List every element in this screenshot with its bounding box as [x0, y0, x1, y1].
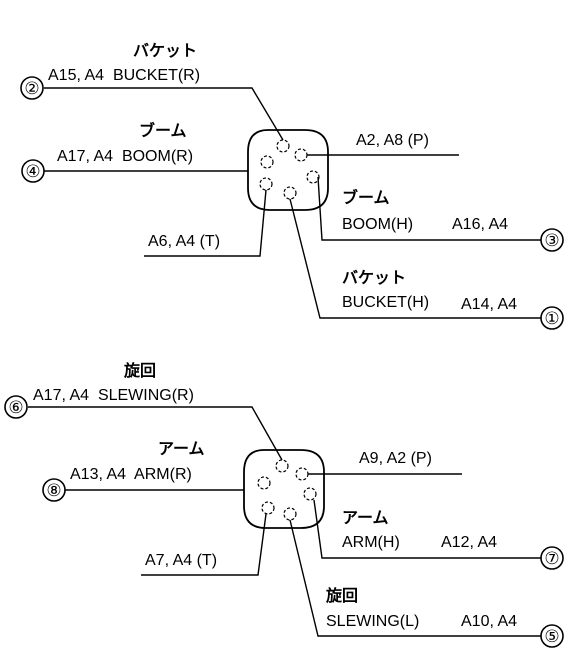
circuit-1-number: ①: [544, 309, 559, 328]
circuit-2-badge: [20, 76, 44, 100]
circuit-6-badge: [4, 395, 28, 419]
bottom-pin-2: [295, 467, 309, 481]
circuit-5-number: ⑤: [544, 627, 559, 646]
circuit-3-number: ③: [544, 231, 559, 250]
circuit-8-badge: [42, 478, 66, 502]
bottom-wire-6: [28, 406, 283, 461]
top-wire-t: [144, 189, 267, 257]
circuit-1-label-1: BUCKET(H): [342, 294, 429, 311]
circuit-2-label: A15, A4 BUCKET(R): [48, 67, 200, 84]
top-pin-4: [306, 170, 320, 184]
circuit-6-jp-label: 旋回: [123, 361, 156, 380]
circuit-8-label: A13, A4 ARM(R): [70, 466, 192, 483]
bottom-pin-4: [303, 487, 317, 501]
circuit-3-jp-label: ブーム: [342, 188, 390, 207]
top-pin-5: [259, 177, 273, 191]
top-pressure-label: A2, A8 (P): [356, 132, 429, 149]
bottom-connector-group: ⑥ 旋回 A17, A4 SLEWING(R) ⑧ アーム A13, A4 AR…: [4, 361, 564, 648]
top-pin-1: [276, 139, 290, 153]
bottom-pin-5: [261, 501, 275, 515]
bottom-pin-1: [275, 459, 289, 473]
circuit-4-badge: [21, 159, 45, 183]
bottom-tank-label: A7, A4 (T): [145, 552, 217, 569]
circuit-6-number: ⑥: [8, 398, 23, 417]
top-wire-2: [44, 87, 284, 141]
bottom-wire-t: [141, 513, 267, 576]
top-pin-6: [283, 186, 297, 200]
top-wire-1: [289, 198, 541, 319]
circuit-4-number: ④: [25, 162, 40, 181]
circuit-8-number: ⑧: [46, 481, 61, 500]
circuit-7-badge: [540, 546, 564, 570]
circuit-3-label-1: BOOM(H): [342, 216, 413, 233]
circuit-3-badge: [540, 228, 564, 252]
circuit-5-badge: [540, 624, 564, 648]
circuit-4-label: A17, A4 BOOM(R): [57, 148, 193, 165]
circuit-8-jp-label: アーム: [158, 441, 205, 458]
circuit-7-number: ⑦: [544, 549, 559, 568]
circuit-7-label-2: A12, A4: [441, 534, 497, 551]
bottom-wire-7: [313, 499, 541, 559]
bottom-connector-body: [243, 449, 325, 529]
circuit-7-label-1: ARM(H): [342, 534, 400, 551]
bottom-wire-5: [289, 519, 541, 637]
top-connector-body: [247, 129, 329, 211]
circuit-3-label-2: A16, A4: [452, 216, 508, 233]
circuit-7-jp-label: アーム: [342, 510, 389, 527]
circuit-5-jp-label: 旋回: [325, 586, 358, 605]
circuit-4-jp-label: ブーム: [139, 121, 187, 140]
circuit-1-jp-label: バケット: [342, 269, 406, 287]
bottom-pin-6: [283, 507, 297, 521]
circuit-1-badge: [540, 306, 564, 330]
circuit-2-jp-label: バケット: [133, 42, 197, 60]
bottom-pin-3: [257, 476, 271, 490]
circuit-2-number: ②: [24, 79, 39, 98]
circuit-6-label: A17, A4 SLEWING(R): [33, 387, 194, 404]
circuit-5-label-1: SLEWING(L): [326, 613, 419, 630]
top-pin-2: [294, 148, 308, 162]
top-pin-3: [260, 155, 274, 169]
circuit-5-label-2: A10, A4: [461, 613, 517, 630]
top-connector-group: ② バケット A15, A4 BUCKET(R) ④ ブーム A17, A4 B…: [20, 42, 564, 330]
top-tank-label: A6, A4 (T): [148, 233, 220, 250]
circuit-1-label-2: A14, A4: [461, 296, 517, 313]
bottom-pressure-label: A9, A2 (P): [359, 450, 432, 467]
top-wire-3: [317, 176, 541, 241]
